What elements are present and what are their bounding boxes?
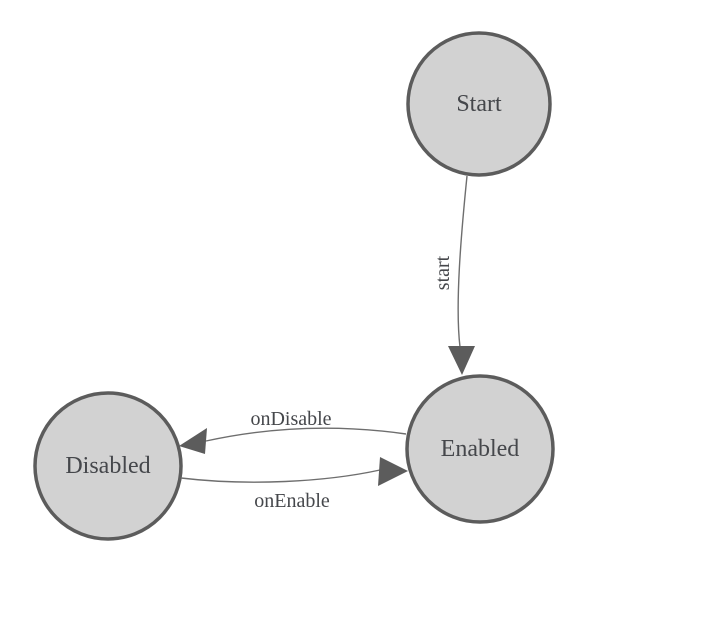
transition-start-label: start	[432, 255, 454, 290]
state-label-start: Start	[456, 91, 502, 117]
state-label-disabled: Disabled	[65, 453, 150, 479]
transition-onenable-line	[180, 469, 381, 483]
transition-onenable: onEnable	[180, 457, 408, 512]
state-node-start: Start	[406, 31, 552, 177]
transition-ondisable: onDisable	[179, 408, 407, 454]
arrowhead-onenable-icon	[378, 457, 408, 486]
state-circle-start	[406, 31, 552, 177]
transition-start-line	[457, 175, 468, 348]
arrowhead-ondisable-icon	[179, 428, 207, 454]
transition-start: start	[432, 175, 475, 375]
transition-ondisable-line	[205, 427, 407, 442]
transition-onenable-label: onEnable	[254, 490, 330, 512]
state-circle-enabled	[405, 374, 555, 524]
transition-ondisable-label: onDisable	[250, 408, 331, 430]
state-label-enabled: Enabled	[441, 436, 520, 462]
arrowhead-start-icon	[448, 346, 475, 375]
state-node-enabled: Enabled	[405, 374, 555, 524]
state-node-disabled: Disabled	[33, 391, 183, 541]
state-circle-disabled	[33, 391, 183, 541]
